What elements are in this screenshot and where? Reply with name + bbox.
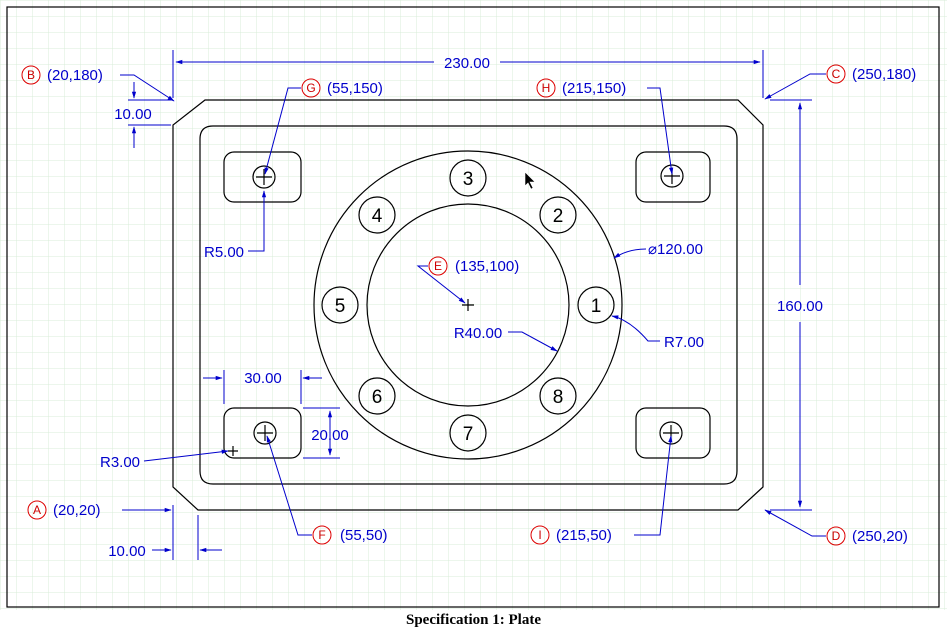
hole-3: 3	[449, 159, 487, 197]
svg-text:A: A	[33, 503, 41, 517]
svg-text:(55,150): (55,150)	[327, 80, 383, 97]
svg-text:230.00: 230.00	[444, 55, 490, 72]
svg-text:R3.00: R3.00	[100, 454, 140, 471]
svg-text:(250,20): (250,20)	[852, 528, 908, 545]
mouse-pointer-icon	[524, 171, 536, 190]
point-e-callout: E (135,100)	[416, 256, 519, 304]
hole-6: 6	[358, 377, 396, 415]
technical-drawing: 1 2 3 4 5 6 7 8 230.00 16	[0, 0, 947, 610]
hole-2: 2	[539, 196, 577, 234]
svg-text:6: 6	[372, 387, 383, 408]
svg-text:8: 8	[553, 387, 564, 408]
svg-text:(215,150): (215,150)	[562, 80, 626, 97]
slot-hole-h	[660, 164, 684, 188]
outer-ring	[313, 150, 623, 460]
svg-text:2: 2	[553, 206, 564, 227]
slot-hole-i	[659, 421, 683, 445]
point-i-callout: I (215,50)	[530, 435, 673, 545]
svg-text:R7.00: R7.00	[664, 334, 704, 351]
dim-small-hole-radius: R7.00	[611, 315, 704, 351]
dim-slot-radius: R3.00	[100, 446, 238, 471]
svg-text:H: H	[542, 81, 551, 95]
plate-outline	[172, 99, 764, 511]
svg-text:E: E	[434, 259, 442, 273]
svg-text:(55,50): (55,50)	[340, 527, 388, 544]
dim-height: 160.00	[770, 99, 823, 511]
dim-slot-height: 20.00	[303, 407, 349, 459]
svg-text:10.00: 10.00	[108, 543, 146, 560]
point-c-callout: C (250,180)	[764, 64, 916, 100]
svg-text:R40.00: R40.00	[454, 325, 502, 342]
slot-top-left	[223, 151, 302, 203]
slot-hole-g	[252, 165, 276, 189]
svg-text:R5.00: R5.00	[204, 244, 244, 261]
svg-text:4: 4	[372, 206, 383, 227]
svg-text:30.00: 30.00	[244, 370, 282, 387]
svg-text:D: D	[832, 529, 841, 543]
dim-hole-radius: R5.00	[204, 190, 267, 261]
point-f-callout: F (55,50)	[266, 435, 388, 545]
svg-text:160.00: 160.00	[777, 298, 823, 315]
dim-slot-width: 30.00	[203, 370, 322, 404]
dim-inner-radius: R40.00	[454, 325, 558, 352]
inner-ring	[366, 203, 570, 407]
hole-5: 5	[321, 286, 359, 324]
svg-text:7: 7	[463, 424, 474, 445]
svg-text:(135,100): (135,100)	[455, 258, 519, 275]
hole-4: 4	[358, 196, 396, 234]
center-cross	[462, 299, 474, 311]
slot-bottom-left	[223, 407, 302, 459]
dim-chamfer-bottom: 10.00	[108, 505, 222, 560]
slot-bottom-right	[635, 407, 711, 459]
hole-1: 1	[577, 286, 615, 324]
svg-text:(20,180): (20,180)	[47, 67, 103, 84]
drawing-frame	[6, 6, 940, 608]
svg-text:10.00: 10.00	[114, 106, 152, 123]
svg-text:C: C	[832, 67, 841, 81]
svg-text:B: B	[27, 68, 35, 82]
plate-inner-border	[199, 125, 738, 485]
dim-width: 230.00	[172, 50, 764, 98]
svg-text:20.00: 20.00	[311, 427, 349, 444]
slot-hole-f	[253, 421, 277, 445]
slot-top-right	[635, 151, 711, 203]
hole-7: 7	[449, 414, 487, 452]
svg-text:(215,50): (215,50)	[556, 527, 612, 544]
svg-text:5: 5	[335, 296, 346, 317]
svg-text:G: G	[306, 81, 315, 95]
point-b-callout: B (20,180)	[21, 65, 175, 102]
point-d-callout: D (250,20)	[764, 509, 908, 546]
svg-text:(250,180): (250,180)	[852, 66, 916, 83]
svg-text:I: I	[538, 528, 541, 542]
drawing-caption: Specification 1: Plate	[406, 612, 541, 628]
point-g-callout: G (55,150)	[264, 78, 383, 175]
dim-chamfer-top: 10.00	[114, 82, 171, 148]
svg-text:F: F	[318, 528, 325, 542]
svg-text:⌀120.00: ⌀120.00	[648, 241, 703, 258]
hole-8: 8	[539, 377, 577, 415]
svg-text:3: 3	[463, 169, 474, 190]
point-a-callout: A (20,20)	[27, 500, 172, 520]
svg-text:1: 1	[591, 296, 602, 317]
point-h-callout: H (215,150)	[536, 78, 674, 175]
svg-text:(20,20): (20,20)	[53, 502, 101, 519]
dim-outer-diameter: ⌀120.00	[613, 241, 703, 259]
